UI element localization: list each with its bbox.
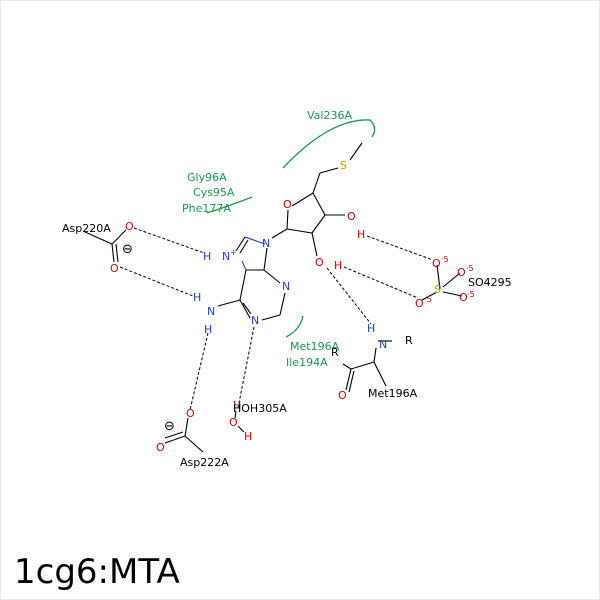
- so4-o3: O: [459, 291, 468, 304]
- diagram-title: 1cg6:MTA: [14, 552, 180, 592]
- atom-h3: H: [357, 228, 365, 241]
- hoh-h1: H: [233, 399, 241, 412]
- met196-h: H: [367, 322, 375, 335]
- atom-sulfur: S: [340, 159, 347, 172]
- hoh-h2: H: [244, 430, 252, 443]
- met196-r: R: [405, 334, 413, 347]
- residue-phe177: Phe177A: [182, 202, 231, 215]
- met196-r-prev: R: [331, 346, 339, 359]
- residue-so4295: SO4295: [468, 276, 512, 289]
- so4-o4: O: [415, 297, 424, 310]
- charge-plus: +: [230, 248, 237, 257]
- atom-h6b: H: [204, 323, 212, 336]
- so4-o2-charge: ·5: [466, 264, 474, 273]
- met196-n: N: [379, 338, 387, 351]
- so4-o3-charge: ·5: [467, 290, 475, 299]
- so4-o2: O: [457, 266, 466, 279]
- met196-contact-arc: [285, 315, 304, 338]
- atom-h-n7: H: [203, 250, 211, 263]
- residue-asp222: Asp222A: [180, 456, 229, 469]
- residue-gly96: Gly96A: [187, 171, 227, 184]
- hoh-oxygen: O: [229, 416, 238, 429]
- so4-o1-charge: ·5: [441, 255, 449, 264]
- so4-o1: O: [432, 257, 441, 270]
- atom-h2: H: [334, 259, 342, 272]
- residue-val236: Val236A: [307, 109, 352, 122]
- asp222-o2: O: [156, 441, 165, 454]
- asp222-o1: O: [186, 407, 195, 420]
- atom-n9: N: [262, 237, 270, 250]
- residue-met196-arc: Met196A: [290, 340, 340, 353]
- asp220-o2: O: [110, 262, 119, 275]
- gly96-contact-arc: [206, 196, 253, 214]
- atom-n3: N: [251, 314, 259, 327]
- asp222-charge: ⊖: [164, 419, 175, 434]
- met196-o: O: [338, 389, 347, 402]
- atom-o3: O: [347, 210, 356, 223]
- residue-ile194: Ile194A: [286, 356, 328, 369]
- residue-hoh305: HOH305A: [233, 402, 287, 415]
- so4-o4-charge: ·5: [424, 295, 432, 304]
- atom-h6a: H: [193, 291, 201, 304]
- val236-contact-arc: [282, 119, 376, 169]
- atom-n7-plus: N: [222, 250, 230, 263]
- atom-n6: N: [207, 305, 215, 318]
- asp220-charge: ⊖: [122, 242, 133, 257]
- residue-met196: Met196A: [368, 387, 418, 400]
- atom-o2: O: [315, 256, 324, 269]
- asp220-o1: O: [125, 220, 134, 233]
- residue-cys95: Cys95A: [193, 186, 235, 199]
- residue-asp220: Asp220A: [62, 222, 111, 235]
- atom-ring-oxygen: O: [283, 198, 292, 211]
- so4-sulfur: S: [434, 283, 441, 296]
- atom-n1: N: [282, 280, 290, 293]
